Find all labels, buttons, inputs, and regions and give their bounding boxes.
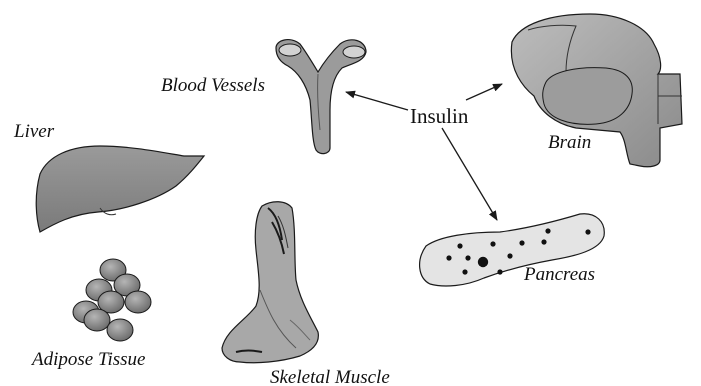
adipose-tissue-label: Adipose Tissue bbox=[32, 350, 145, 369]
pancreas-label: Pancreas bbox=[524, 265, 595, 284]
insulin-label: Insulin bbox=[410, 106, 468, 127]
arrow-insulin-to-blood-vessels bbox=[346, 92, 408, 110]
blood-vessels-label: Blood Vessels bbox=[161, 76, 265, 95]
brain-illustration bbox=[511, 14, 682, 167]
liver-illustration bbox=[36, 146, 204, 232]
arrow-insulin-to-brain bbox=[466, 84, 502, 100]
arrow-insulin-to-pancreas bbox=[442, 128, 497, 220]
skeletal-muscle-illustration bbox=[222, 202, 318, 363]
liver-label: Liver bbox=[14, 122, 54, 141]
blood-vessels-illustration bbox=[276, 40, 366, 154]
skeletal-muscle-label: Skeletal Muscle bbox=[270, 368, 390, 386]
adipose-tissue-illustration bbox=[73, 259, 151, 341]
brain-label: Brain bbox=[548, 133, 591, 152]
